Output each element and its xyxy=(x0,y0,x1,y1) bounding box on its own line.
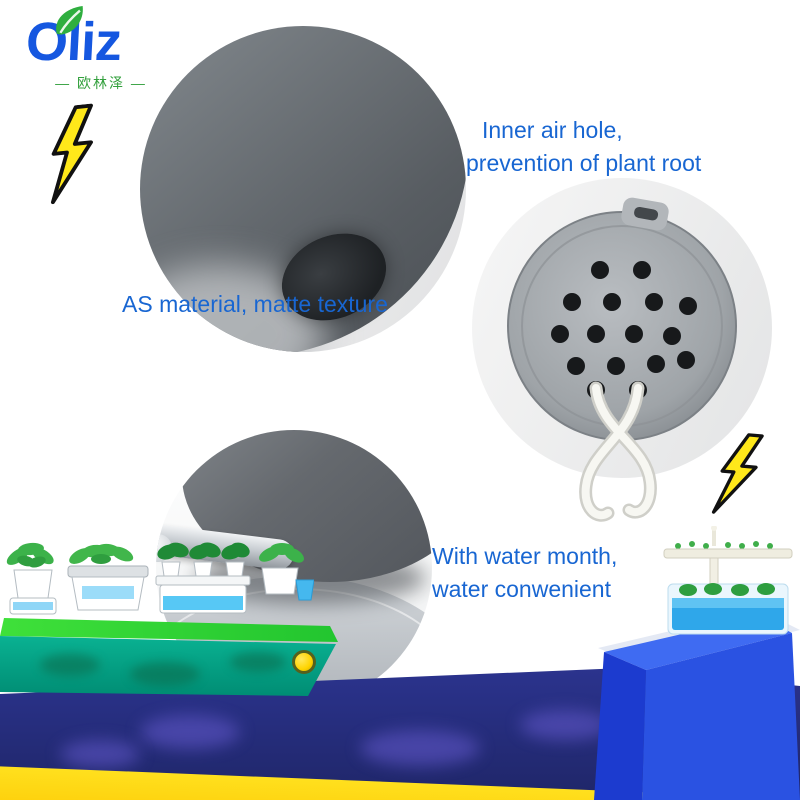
callout-water-line1: With water month, xyxy=(432,543,618,569)
plant-pot-3 xyxy=(155,542,251,614)
plant-pot-4 xyxy=(259,543,314,601)
platform-button xyxy=(292,650,316,674)
hanging-tab xyxy=(621,197,669,231)
hydroponic-planter-illustration xyxy=(663,526,793,635)
brand-name: Oliz xyxy=(24,12,123,72)
callout-air-hole-line1: Inner air hole, xyxy=(482,117,623,143)
plant-row-illustration xyxy=(6,542,314,615)
callout-air-hole: Inner air hole, prevention of plant root xyxy=(466,114,701,180)
photo-material-closeup xyxy=(140,26,466,352)
callout-air-hole-line2: prevention of plant root xyxy=(466,150,702,176)
callout-material: AS material, matte texture xyxy=(122,291,388,317)
platform-front xyxy=(0,636,336,696)
brand-logo: Oliz — 欧林泽 — xyxy=(24,6,182,93)
lightning-icon xyxy=(50,103,93,205)
pot-base-disc xyxy=(507,197,737,441)
leaf-icon xyxy=(56,6,83,35)
callout-water-line2: water conwenient xyxy=(432,576,611,602)
callout-water-mouth: With water month, water conwenient xyxy=(432,540,617,606)
photo-air-holes xyxy=(472,178,772,478)
plant-pot-1 xyxy=(6,542,57,615)
brand-tagline: — 欧林泽 — xyxy=(55,74,147,91)
lightning-icon xyxy=(711,433,764,514)
plant-pot-2 xyxy=(67,543,149,611)
water-wick-cords xyxy=(579,381,657,522)
